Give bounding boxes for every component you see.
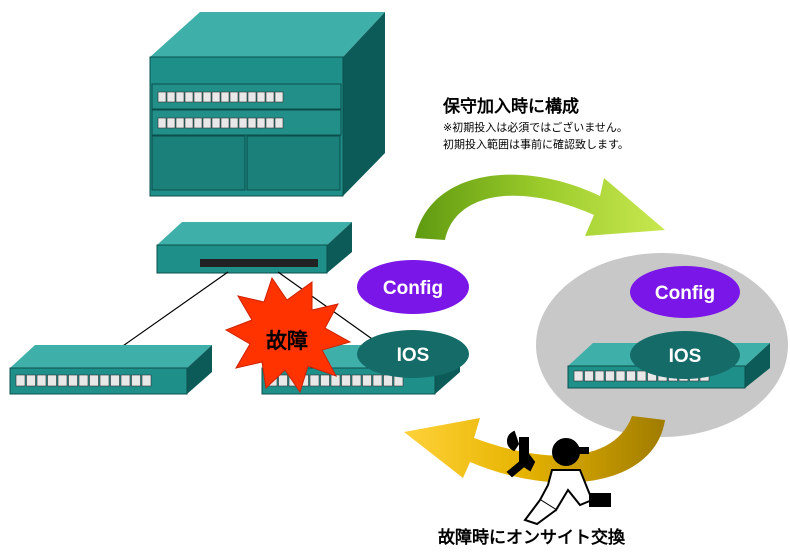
port [175, 91, 185, 103]
port [175, 117, 185, 129]
port [351, 374, 362, 387]
port [238, 91, 248, 103]
port [202, 91, 212, 103]
config-label-right: Config [655, 283, 715, 304]
port [120, 374, 131, 387]
port [256, 117, 266, 129]
config-badge-right: Config [630, 266, 740, 318]
port [157, 91, 167, 103]
port [309, 374, 320, 387]
port [383, 374, 393, 387]
ios-label-right: IOS [669, 346, 702, 367]
port [211, 117, 221, 129]
port [247, 117, 257, 129]
port [166, 117, 176, 129]
maintenance-title: 保守加入時に構成 [443, 97, 579, 117]
port [47, 374, 57, 387]
port [141, 374, 152, 387]
port [131, 374, 141, 387]
port [274, 117, 284, 129]
port [594, 370, 605, 382]
port [166, 91, 176, 103]
port [220, 91, 230, 103]
port [626, 370, 636, 382]
port [265, 91, 275, 103]
port [584, 370, 594, 382]
config-badge-left: Config [357, 260, 469, 314]
port [157, 117, 167, 129]
port [636, 370, 647, 382]
failure-burst: 故障 [224, 276, 352, 394]
port [211, 91, 221, 103]
port [247, 91, 257, 103]
port [193, 91, 203, 103]
port [193, 117, 203, 129]
port [362, 374, 372, 387]
port [372, 374, 383, 387]
port [89, 374, 99, 387]
port [36, 374, 47, 387]
access-switch-left [9, 345, 212, 395]
port [99, 374, 110, 387]
port [256, 91, 266, 103]
port [320, 374, 330, 387]
port [278, 374, 288, 387]
port [341, 374, 351, 387]
port [78, 374, 89, 387]
port [220, 117, 230, 129]
port [274, 91, 284, 103]
maintenance-note-line2: 初期投入範囲は事前に確認致します。 [443, 138, 629, 151]
port [68, 374, 78, 387]
port [26, 374, 36, 387]
distribution-switch [156, 222, 352, 274]
port [615, 370, 626, 382]
config-arrow [415, 174, 665, 240]
port [238, 117, 248, 129]
port [229, 117, 239, 129]
onsite-replacement-label: 故障時にオンサイト交換 [438, 528, 625, 548]
config-label-left: Config [383, 278, 443, 299]
maintenance-note-line1: ※初期投入は必須ではございません。 [443, 121, 628, 134]
port [573, 370, 584, 382]
replacement-arrow [404, 416, 665, 483]
port [229, 91, 239, 103]
link-line-left [119, 271, 229, 349]
port [15, 374, 26, 387]
failure-label: 故障 [266, 329, 308, 353]
port [202, 117, 212, 129]
port [184, 117, 194, 129]
port [330, 374, 341, 387]
port [57, 374, 68, 387]
port [605, 370, 615, 382]
port [265, 117, 275, 129]
chassis-switch [149, 12, 385, 197]
port [110, 374, 120, 387]
ios-badge-left: IOS [357, 330, 469, 378]
port [184, 91, 194, 103]
ios-label-left: IOS [397, 345, 430, 366]
technician-icon [506, 430, 611, 526]
ios-badge-right: IOS [630, 331, 740, 379]
